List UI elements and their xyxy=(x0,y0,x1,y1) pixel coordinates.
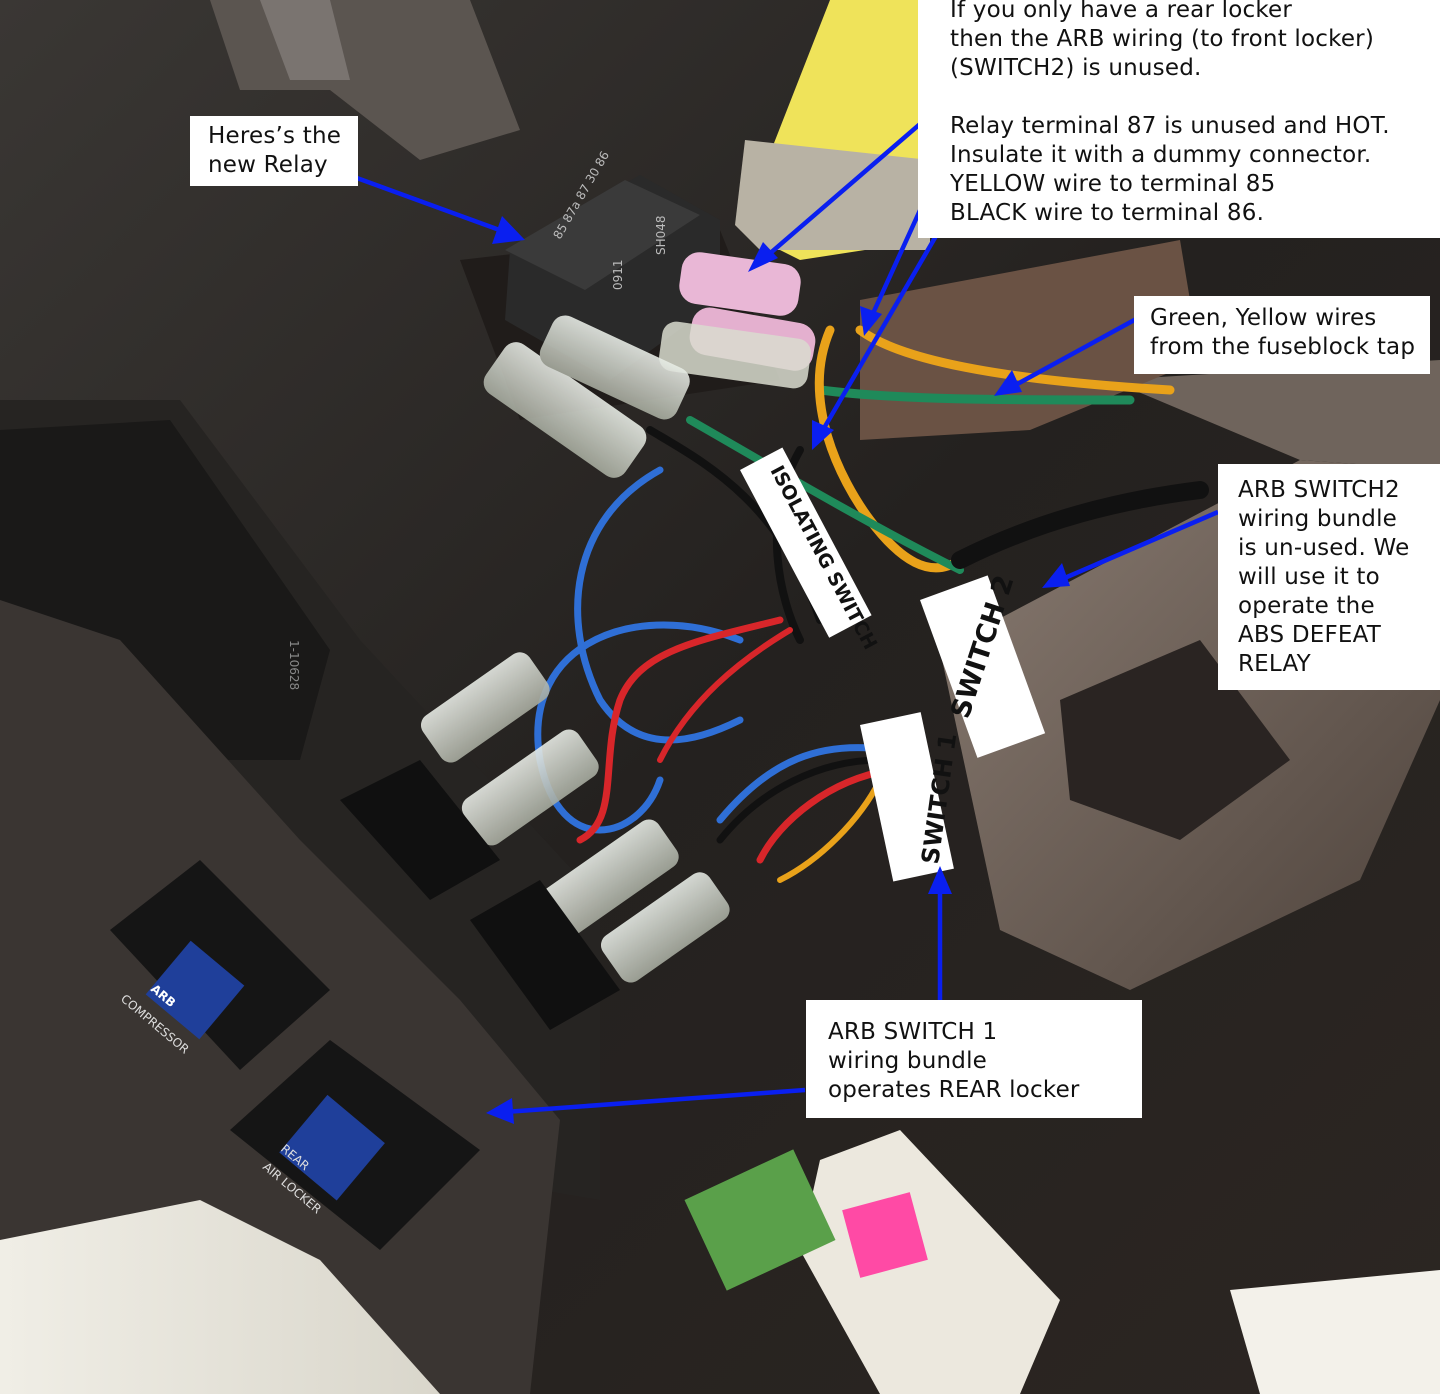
pink-sticker xyxy=(842,1192,928,1278)
switch2-tag xyxy=(920,575,1046,758)
relay-callout: Heres’s the new Relay xyxy=(190,116,358,186)
grey-plate xyxy=(735,140,930,250)
relay-code: SH048 xyxy=(654,215,668,255)
black-connector-1 xyxy=(340,760,500,900)
front-locker-callout: If you only have a rear locker then the … xyxy=(918,0,1440,238)
barcode-label xyxy=(1230,1270,1440,1394)
connector-code: 1-10628 xyxy=(287,640,301,690)
relay-number: 0911 xyxy=(611,259,625,290)
spade-terminals xyxy=(420,315,730,983)
switch2-callout: ARB SWITCH2 wiring bundle is un-used. We… xyxy=(1218,464,1440,690)
green-clip xyxy=(684,1149,836,1291)
isolating-switch-tag xyxy=(740,447,872,638)
switch1-tag xyxy=(860,712,954,882)
paper-tag xyxy=(800,1130,1060,1394)
fuseblock-callout: Green, Yellow wires from the fuseblock t… xyxy=(1134,296,1430,374)
black-connector-2 xyxy=(470,880,620,1030)
switch1-callout: ARB SWITCH 1 wiring bundle operates REAR… xyxy=(806,1000,1142,1118)
pink-connectors xyxy=(659,252,816,389)
arb-rear-locker-switch: REAR AIR LOCKER xyxy=(230,1040,480,1250)
top-bracket-shadow xyxy=(260,0,350,80)
cloth xyxy=(0,1200,440,1394)
